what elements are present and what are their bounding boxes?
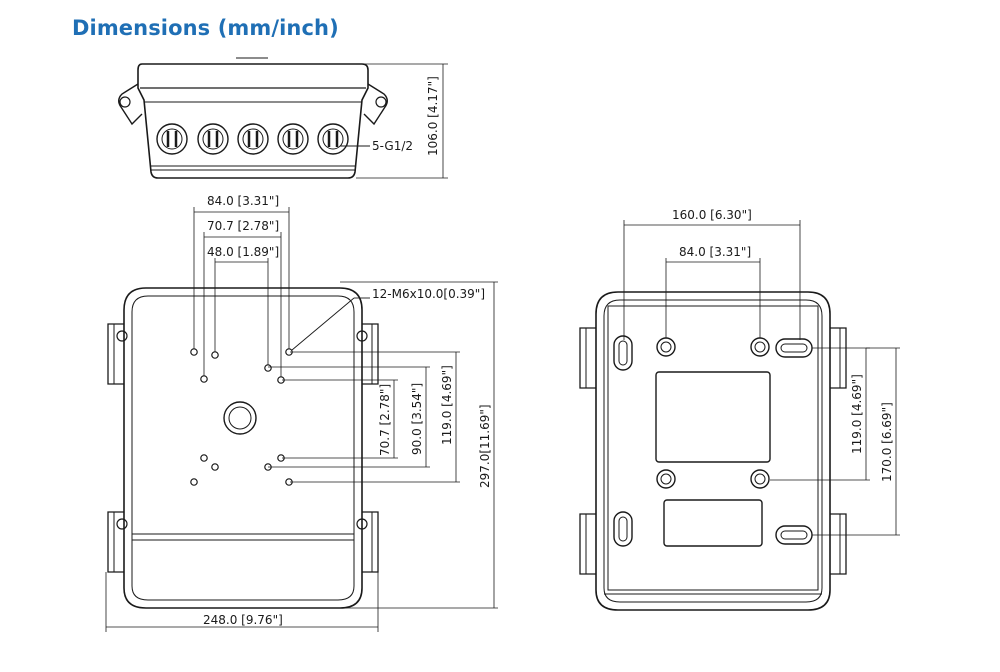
width-84-label: 84.0 [3.31"] [207,194,279,208]
width-48-label: 48.0 [1.89"] [207,245,279,259]
back-width-84-label: 84.0 [3.31"] [679,245,751,259]
page-title: Dimensions (mm/inch) [72,16,339,40]
back-h-119-label: 119.0 [4.69"] [850,374,864,454]
thread-label: 12-M6x10.0[0.39"] [372,287,485,301]
back-view: 160.0 [6.30"] 84.0 [3.31"] 119.0 [4.69"]… [579,208,900,611]
back-h-170-label: 170.0 [6.69"] [880,402,894,482]
h-70-label: 70.7 [2.78"] [378,384,392,456]
mounting-slots [613,335,813,547]
back-width-160-label: 160.0 [6.30"] [672,208,752,222]
upper-window [655,371,771,463]
cable-ports [156,123,349,155]
back-holes [656,337,770,489]
h-90-label: 90.0 [3.54"] [410,383,424,455]
h-119-label: 119.0 [4.69"] [440,365,454,445]
h-297-label: 297.0[11.69"] [478,404,492,488]
front-view: 84.0 [3.31"] 70.7 [2.78"] 48.0 [1.89"] 1… [105,194,498,632]
mounting-holes [190,348,293,486]
lower-window [663,499,763,547]
bottom-width-label: 248.0 [9.76"] [203,613,283,627]
port-label: 5-G1/2 [372,139,413,153]
top-view: 5-G1/2 106.0 [4.17"] [118,57,448,179]
top-height-label: 106.0 [4.17"] [426,76,440,156]
width-70-label: 70.7 [2.78"] [207,219,279,233]
center-hole [223,401,257,435]
